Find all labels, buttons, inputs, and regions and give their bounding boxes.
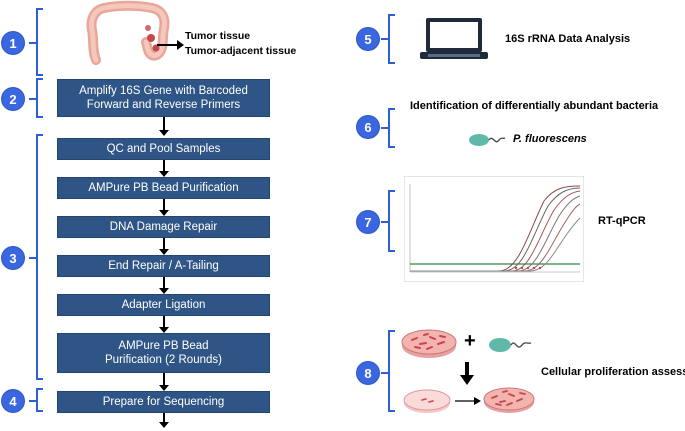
arrow-dna-end — [159, 238, 169, 255]
marker-8: 8 — [357, 362, 379, 384]
marker-7: 7 — [357, 211, 379, 233]
arrow-ampure-dna — [159, 199, 169, 216]
marker-4: 4 — [2, 390, 24, 412]
step-end-repair: End Repair / A-Tailing — [57, 255, 270, 277]
bracket-7 — [388, 190, 395, 252]
petri-dish-sparse-icon — [403, 389, 451, 413]
qpcr-amplification-plot — [404, 176, 584, 282]
arrow-end-adapter — [159, 277, 169, 294]
step-ampure-2-rounds: AMPure PB Bead Purification (2 Rounds) — [57, 333, 270, 373]
down-arrow-icon — [460, 362, 474, 385]
bracket-7-tick — [381, 221, 389, 223]
step-qc-pool: QC and Pool Samples — [57, 138, 270, 160]
marker-2: 2 — [2, 88, 24, 110]
tumor-tissue-label: Tumor tissue — [185, 30, 251, 42]
bracket-5 — [388, 14, 395, 64]
species-label: P. fluorescens — [513, 133, 587, 145]
arrow-qc-ampure — [159, 160, 169, 177]
arrow-ampure-prepare — [159, 373, 169, 391]
bracket-4-tick — [29, 400, 37, 402]
step-ampure-1: AMPure PB Bead Purification — [57, 177, 270, 199]
colon-illustration — [86, 0, 170, 65]
laptop-icon — [420, 18, 488, 59]
identification-title: Identification of differentially abundan… — [410, 100, 659, 112]
bracket-1-tick — [29, 42, 37, 44]
tumor-adjacent-label: Tumor-adjacent tissue — [185, 45, 297, 57]
proliferation-label: Cellular proliferation assessment — [541, 366, 685, 378]
bracket-6 — [388, 108, 395, 148]
arrow-final — [159, 413, 169, 428]
step-adapter-ligation: Adapter Ligation — [57, 294, 270, 316]
bacterium-icon-2 — [489, 338, 532, 352]
step-dna-damage-repair: DNA Damage Repair — [57, 216, 270, 238]
bracket-3 — [36, 134, 43, 380]
tissue-pointer-head — [177, 40, 184, 50]
bracket-8 — [388, 330, 395, 412]
step-prepare-sequencing: Prepare for Sequencing — [57, 391, 270, 413]
arrow-2-3 — [159, 117, 169, 136]
marker-3: 3 — [2, 247, 24, 269]
bacterium-icon — [469, 134, 506, 146]
marker-1: 1 — [2, 32, 24, 54]
marker-5: 5 — [357, 28, 379, 50]
bracket-2 — [36, 78, 43, 118]
bracket-5-tick — [381, 38, 389, 40]
bracket-1 — [36, 8, 43, 76]
bracket-8-tick — [381, 372, 389, 374]
analysis-label: 16S rRNA Data Analysis — [505, 33, 631, 45]
petri-dish-dense-icon — [483, 387, 535, 413]
bracket-4 — [36, 388, 43, 412]
bracket-6-tick — [381, 127, 389, 129]
arrow-adapter-ampure — [159, 316, 169, 333]
marker-6: 6 — [357, 116, 379, 138]
step-amplify-16s: Amplify 16S Gene with Barcoded Forward a… — [57, 79, 270, 117]
right-arrow-icon — [455, 397, 481, 405]
bracket-2-tick — [29, 98, 37, 100]
qpcr-label: RT-qPCR — [598, 215, 646, 227]
tissue-pointer — [157, 44, 179, 46]
bracket-3-tick — [29, 257, 37, 259]
plus-sign: + — [464, 330, 476, 352]
petri-dish-cells-icon — [401, 329, 457, 358]
